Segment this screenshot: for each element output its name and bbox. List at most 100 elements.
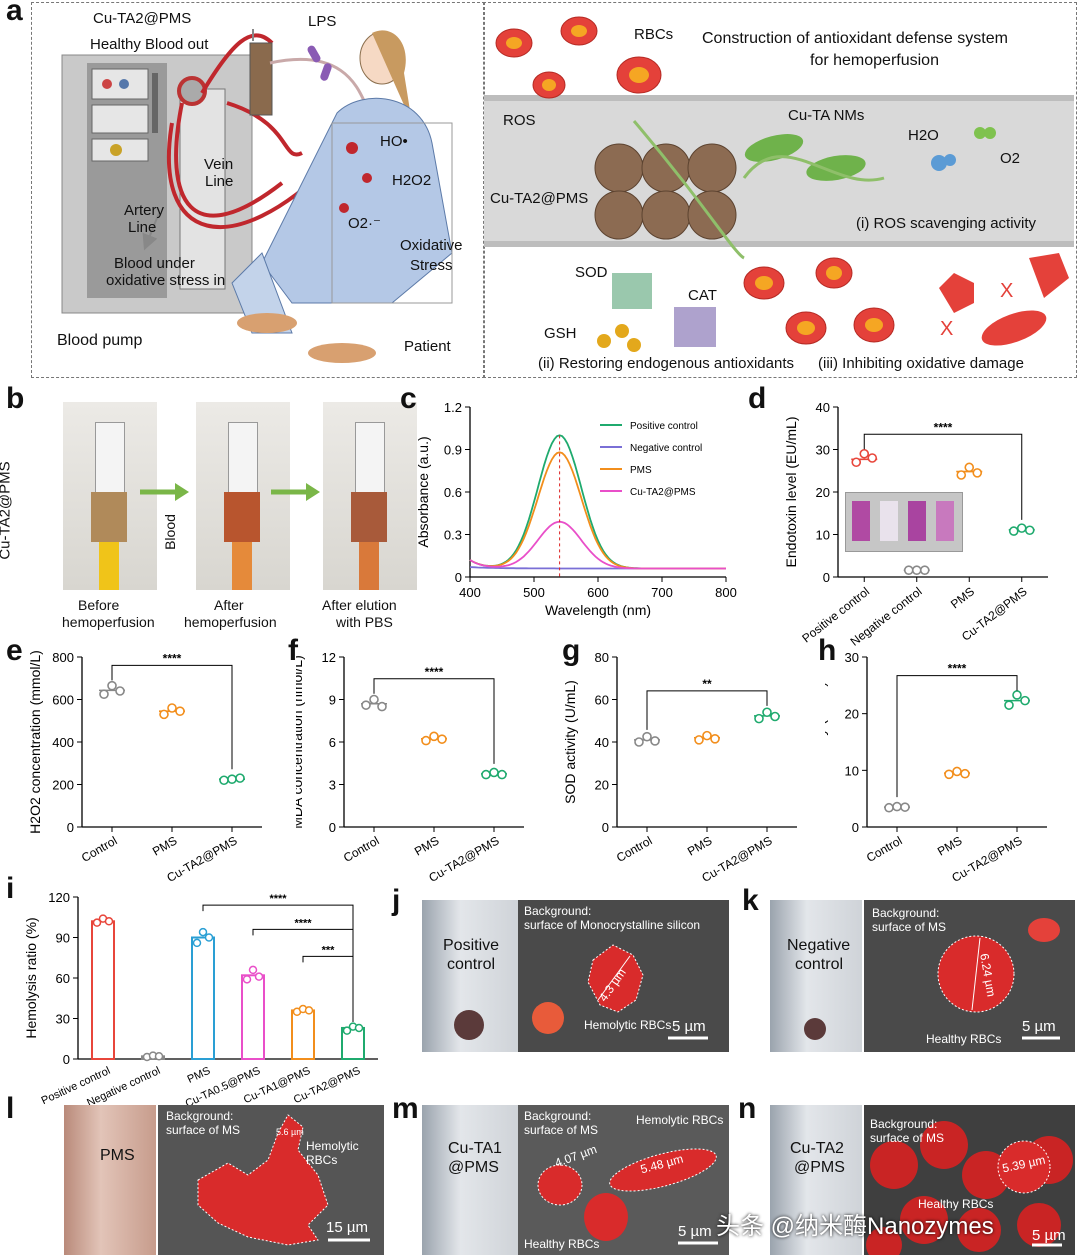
label-gsh: GSH — [544, 325, 577, 342]
label-rbcs: RBCs — [634, 26, 674, 43]
panel-h-letter: h — [818, 634, 837, 667]
sem-n-cell-label: Healthy RBCs — [918, 1197, 994, 1211]
label-sod: SOD — [575, 264, 608, 281]
sem-l-bg-1: Background: — [166, 1109, 234, 1123]
chart-e-x-tick-label-1: PMS — [150, 833, 180, 858]
sem-k-bg-2: surface of MS — [872, 920, 947, 934]
sem-j-cell-label: Hemolytic RBCs — [584, 1018, 672, 1032]
chart-d-point-2-0 — [956, 470, 967, 480]
chart-g-point-2-1 — [762, 707, 772, 718]
sem-image-m: Background: surface of MS 4.07 µm 5.48 µ… — [518, 1105, 729, 1255]
chart-f-point-1-2 — [437, 734, 447, 744]
chart-i-point-5-2 — [354, 1023, 364, 1033]
chart-g-point-2-2 — [770, 711, 780, 722]
panel-b-blood-label-box: Blood — [161, 512, 184, 552]
chart-c-x-tick-label-2: 600 — [587, 585, 609, 600]
chart-h-point-2-0 — [1004, 700, 1014, 710]
vial-pms — [64, 1105, 156, 1255]
chart-d-point-1-0 — [903, 565, 914, 575]
chart-d-sig-label: **** — [934, 420, 953, 434]
chart-i-y-tick-label-4: 120 — [48, 890, 70, 905]
vial-negative-control — [770, 900, 862, 1052]
chart-d-point-0-0 — [851, 457, 862, 468]
chart-e-x-tick-label-0: Control — [79, 833, 120, 864]
chart-d-y-tick-label-1: 10 — [816, 528, 830, 543]
chart-h-point-0-0 — [884, 802, 894, 813]
chart-i-y-tick-label-2: 60 — [56, 971, 70, 986]
vial-k-label-2: control — [795, 956, 844, 973]
chart-f-point-0-1 — [369, 694, 379, 705]
panel-b-blood-label: Blood — [161, 514, 178, 550]
vial-l-label: PMS — [100, 1147, 135, 1164]
chart-h-y-tick-label-2: 20 — [845, 707, 859, 722]
vial-m-label-1: Cu-TA1 — [448, 1140, 502, 1157]
chart-i-point-4-2 — [304, 1006, 314, 1015]
chart-i-point-0-2 — [104, 917, 114, 926]
panel-a-right-frame — [483, 2, 1077, 378]
panel-i-letter: i — [6, 872, 15, 905]
sem-l-cell-label: Hemolytic RBCs — [306, 1139, 359, 1167]
chart-i-sig-bracket-2 — [302, 955, 354, 1022]
chart-i-point-3-2 — [254, 972, 264, 981]
syringe-photo-after — [196, 402, 290, 590]
chart-f-y-tick-label-1: 3 — [329, 778, 336, 793]
panel-g-letter: g — [562, 634, 581, 667]
label-ros-scavenging: (i) ROS scavenging activity — [856, 215, 1037, 232]
sem-j-bg-1: Background: — [524, 904, 592, 918]
sem-j-scale: 5 µm — [672, 1018, 706, 1035]
label-blood-under: Blood under — [114, 255, 195, 272]
chart-c-x-tick-label-3: 700 — [651, 585, 673, 600]
chart-g-sig-bracket — [646, 690, 768, 730]
chart-i-point-0-0 — [92, 918, 102, 927]
schematic-title-line2: for hemoperfusion — [810, 52, 939, 69]
label-ho-radical: HO• — [380, 133, 408, 150]
chart-d-point-0-2 — [867, 453, 878, 463]
chart-h-y-tick-label-3: 30 — [845, 650, 859, 665]
chart-g-y-tick-label-0: 0 — [602, 820, 609, 835]
label-cu-ta2-pms-right: Cu-TA2@PMS — [490, 190, 589, 207]
chart-g-y-tick-label-4: 80 — [595, 650, 609, 665]
chart-e-y-tick-label-2: 400 — [52, 735, 74, 750]
chart-e-point-1-2 — [175, 706, 185, 716]
sem-n-scale: 5 µm — [1032, 1227, 1066, 1244]
chart-h-point-0-1 — [892, 801, 902, 812]
chart-c-legend-label-2: PMS — [630, 465, 652, 476]
sem-image-j: Background: surface of Monocrystalline s… — [518, 900, 729, 1052]
chart-i-point-3-1 — [248, 965, 258, 975]
chart-h-point-1-1 — [952, 766, 962, 777]
chart-d-y-tick-label-4: 40 — [816, 400, 830, 415]
label-ros: ROS — [503, 112, 536, 129]
chart-i-bar-0 — [91, 920, 115, 1060]
chart-e-point-2-0 — [219, 775, 229, 786]
panel-b-side-label-box: Cu-TA2@PMS — [0, 440, 38, 590]
sem-j-bg-2: surface of Monocrystalline silicon — [524, 918, 701, 932]
chart-c-legend-label-3: Cu-TA2@PMS — [630, 487, 696, 498]
label-patient: Patient — [404, 338, 451, 355]
chart-i-x-tick-label-2: PMS — [186, 1065, 213, 1086]
panel-b-arrows — [140, 483, 320, 501]
sem-k-bg-1: Background: — [872, 906, 940, 920]
chart-i-y-axis-label: Hemolysis ratio (%) — [23, 917, 39, 1038]
chart-e-y-tick-label-3: 600 — [52, 693, 74, 708]
chart-d-y-tick-label-2: 20 — [816, 485, 830, 500]
sem-image-k: Background: surface of MS 6.24 µm Health… — [864, 900, 1075, 1052]
chart-d-point-2-2 — [972, 468, 983, 478]
chart-c-x-axis-label: Wavelength (nm) — [545, 602, 651, 618]
chart-h-y-tick-label-0: 0 — [852, 820, 859, 835]
chart-e-point-0-1 — [107, 680, 117, 691]
antioxidant-schematic — [484, 16, 1074, 352]
chart-i-point-5-0 — [342, 1026, 352, 1035]
chart-c-x-tick-label-0: 400 — [459, 585, 481, 600]
chart-c-y-tick-label-0: 0 — [455, 570, 462, 585]
chart-c-y-tick-label-2: 0.6 — [444, 485, 462, 500]
label-o2: O2 — [1000, 150, 1021, 167]
chart-d-point-2-1 — [964, 462, 975, 473]
label-stress: Stress — [410, 257, 453, 274]
chart-f-y-tick-label-3: 9 — [329, 693, 336, 708]
chart-i-y-tick-label-0: 0 — [63, 1052, 70, 1067]
chart-g-sig-label: ** — [702, 677, 712, 691]
chart-h-x-tick-label-1: PMS — [935, 833, 965, 858]
